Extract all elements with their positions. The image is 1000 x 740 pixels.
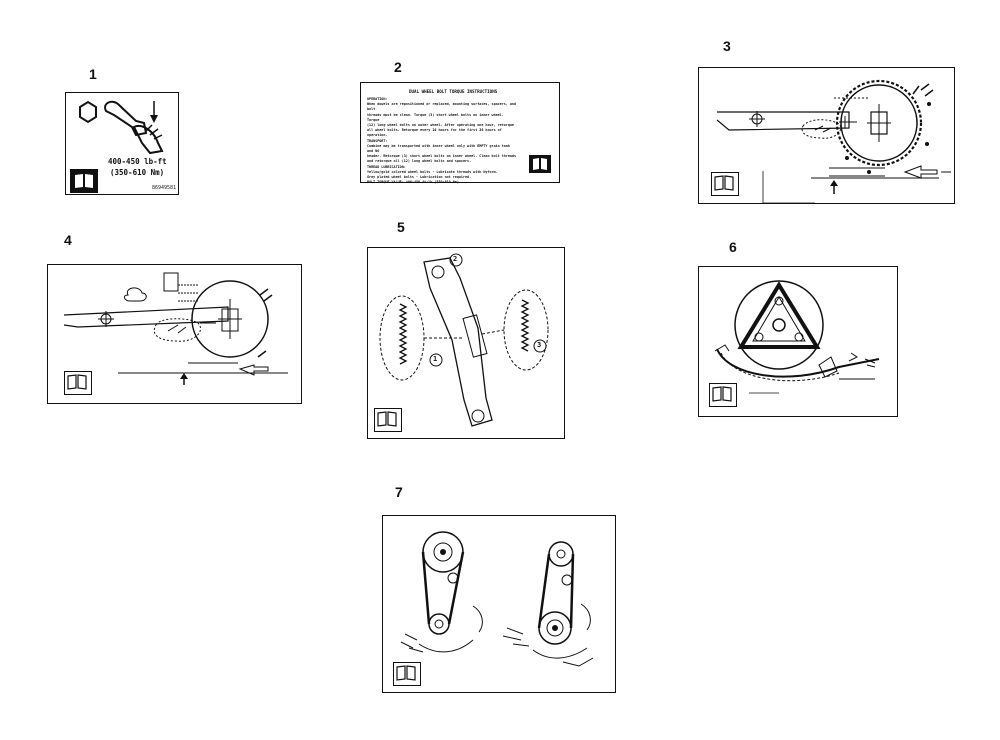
wrench-hand-icon bbox=[79, 100, 164, 155]
instruction-lines: OPERATION: When dowels are repositioned … bbox=[367, 97, 517, 185]
item-number-7: 7 bbox=[395, 484, 403, 500]
spring-linkage-drawing bbox=[379, 253, 549, 427]
instruction-line: When dowels are repositioned or replaced… bbox=[367, 102, 517, 112]
instruction-line: Yellow/gold colored wheel bolts - Lubric… bbox=[367, 169, 498, 174]
item-number-4: 4 bbox=[64, 232, 72, 248]
instruction-line: Combine may be transported with inner wh… bbox=[367, 143, 510, 154]
callout-2: 2 bbox=[453, 255, 458, 263]
instruction-line: header. Retorque (3) short wheel bolts o… bbox=[367, 154, 517, 159]
decal-3-rotor-chain-diagram bbox=[698, 67, 955, 204]
item-number-6: 6 bbox=[729, 239, 737, 255]
instruction-line: threads must be clean. Torque (3) short … bbox=[367, 112, 504, 122]
decal-7-belt-drives bbox=[382, 515, 616, 693]
manual-book-icon bbox=[529, 155, 551, 173]
manual-book-icon bbox=[70, 169, 98, 193]
part-number: 86949581 bbox=[152, 185, 177, 191]
manual-book-icon bbox=[374, 408, 402, 432]
rotor-chain-drawing bbox=[716, 79, 951, 204]
item-number-5: 5 bbox=[397, 219, 405, 235]
decal-4-rotor-diagram bbox=[47, 264, 302, 404]
instruction-line: Grey plated wheel bolts - Lubrication no… bbox=[367, 175, 472, 180]
torque-value-ft: 400-450 lb-ft bbox=[108, 157, 167, 166]
item-number-1: 1 bbox=[89, 66, 97, 82]
item-number-2: 2 bbox=[394, 59, 402, 75]
callout-3: 3 bbox=[537, 341, 542, 349]
instruction-line: THREAD LUBRICATION: bbox=[367, 164, 406, 169]
rotor-drawing bbox=[63, 272, 288, 385]
decal-2-bolt-torque-instructions: DUAL WHEEL BOLT TORQUE INSTRUCTIONS OPER… bbox=[360, 82, 560, 185]
instruction-line: OPERATION: bbox=[367, 97, 388, 101]
item-number-3: 3 bbox=[723, 38, 731, 54]
manual-book-icon bbox=[711, 172, 739, 196]
decal-6-triangle-rotor bbox=[698, 266, 898, 417]
torque-value-nm: (350-610 Nm) bbox=[110, 168, 165, 177]
decal-1-wheel-torque: 400-450 lb-ft (350-610 Nm) 86949581 bbox=[65, 92, 179, 195]
instruction-line: all wheel bolts. Retorque every 10 hours… bbox=[367, 128, 502, 138]
manual-book-icon bbox=[709, 383, 737, 407]
belt-drive-drawing bbox=[400, 531, 594, 667]
instruction-line: TRANSPORT: bbox=[367, 138, 388, 143]
instruction-line: BOLT TORQUE VALUE: 400-450 ft-lb (550-61… bbox=[367, 180, 459, 185]
callout-1: 1 bbox=[433, 355, 438, 363]
instruction-line: and retorque all (12) long wheel bolts a… bbox=[367, 159, 472, 164]
manual-book-icon bbox=[393, 662, 421, 686]
decal-5-spring-linkage: 1 2 3 bbox=[367, 247, 565, 439]
triangle-rotor-drawing bbox=[714, 280, 880, 394]
manual-book-icon bbox=[64, 371, 92, 395]
instruction-line: (12) long wheel bolts on outer wheel. Af… bbox=[367, 123, 514, 128]
instructions-title: DUAL WHEEL BOLT TORQUE INSTRUCTIONS bbox=[409, 89, 498, 94]
